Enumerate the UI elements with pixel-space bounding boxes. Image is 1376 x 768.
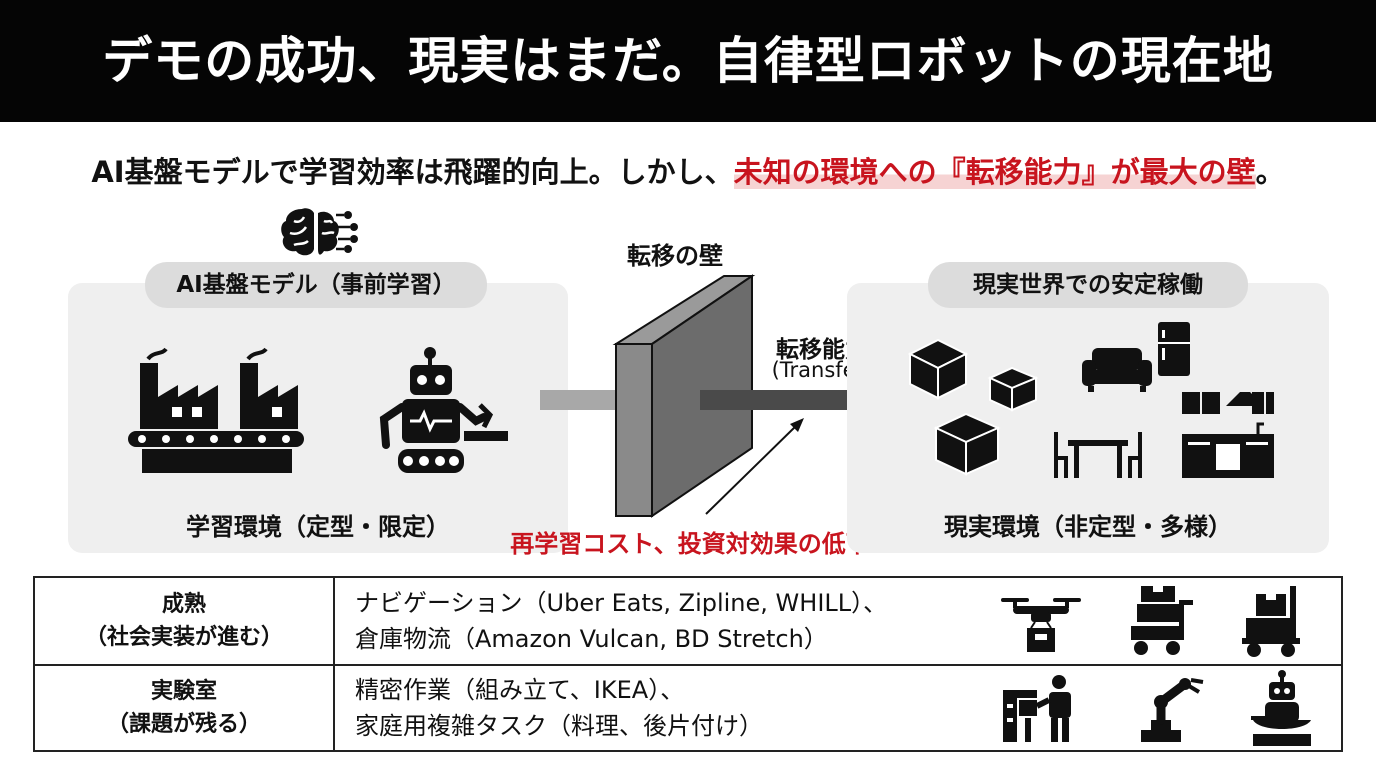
description-line: 倉庫物流（Amazon Vulcan, BD Stretch）	[355, 625, 828, 653]
status-label: 実験室	[150, 679, 217, 704]
assembly-robot-icon	[1003, 675, 1071, 742]
real-world-label: 現実世界での安定稼働	[928, 262, 1248, 308]
hand-truck-icon	[1242, 586, 1300, 657]
cost-note: 再学習コスト、投資対効果の低下	[510, 530, 870, 558]
title-bar	[0, 0, 1376, 122]
status-note: （課題が残る）	[106, 712, 261, 737]
input-arrow	[540, 390, 620, 410]
transfer-wall	[612, 274, 756, 518]
description-line: 家庭用複雑タスク（料理、後片付け）	[355, 712, 763, 740]
real-world-panel	[847, 283, 1329, 553]
table-row: 成熟 （社会実装が進む） ナビゲーション（Uber Eats, Zipline,…	[35, 578, 1341, 666]
status-note: （社会実装が進む）	[84, 625, 283, 650]
status-cell: 成熟 （社会実装が進む）	[35, 578, 335, 664]
robot-arm-icon	[1141, 678, 1204, 742]
real-world-caption: 現実環境（非定型・多様）	[944, 513, 1232, 541]
cooking-robot-icon	[1251, 670, 1311, 746]
status-table: 成熟 （社会実装が進む） ナビゲーション（Uber Eats, Zipline,…	[33, 576, 1343, 752]
wall-label: 転移の壁	[627, 242, 723, 270]
cost-pointer-arrow	[705, 418, 804, 515]
status-cell: 実験室 （課題が残る）	[35, 666, 335, 750]
page-title: デモの成功、現実はまだ。自律型ロボットの現在地	[102, 32, 1274, 90]
dining-table-icon	[1054, 432, 1142, 478]
status-label: 成熟	[161, 592, 206, 617]
fridge-icon	[1158, 322, 1190, 376]
factory-conveyor-icon	[128, 347, 304, 473]
sofa-icon	[1082, 348, 1152, 392]
description-line: ナビゲーション（Uber Eats, Zipline, WHILL）、	[355, 589, 888, 617]
drone-icon	[1001, 598, 1081, 652]
subtitle-suffix: 。	[1255, 155, 1285, 189]
table-row: 実験室 （課題が残る） 精密作業（組み立て、IKEA）、 家庭用複雑タスク（料理…	[35, 666, 1341, 750]
training-environment-caption: 学習環境（定型・限定）	[186, 513, 450, 541]
kitchen-icon	[1182, 392, 1274, 478]
robot-workbench-icon	[379, 347, 508, 473]
description-line: 精密作業（組み立て、IKEA）、	[355, 676, 685, 704]
boxes-icon	[907, 338, 1039, 476]
subtitle-highlight: 未知の環境への『転移能力』が最大の壁	[733, 155, 1256, 189]
description-cell: 精密作業（組み立て、IKEA）、 家庭用複雑タスク（料理、後片付け）	[355, 666, 995, 750]
subtitle: AI基盤モデルで学習効率は飛躍的向上。しかし、未知の環境への『転移能力』が最大の…	[0, 150, 1376, 194]
subtitle-prefix: AI基盤モデルで学習効率は飛躍的向上。しかし、	[91, 155, 734, 189]
description-cell: ナビゲーション（Uber Eats, Zipline, WHILL）、 倉庫物流…	[355, 578, 995, 664]
cart-icon	[1131, 586, 1193, 655]
foundation-model-label: AI基盤モデル（事前学習）	[145, 262, 487, 308]
brain-icon	[281, 208, 358, 256]
